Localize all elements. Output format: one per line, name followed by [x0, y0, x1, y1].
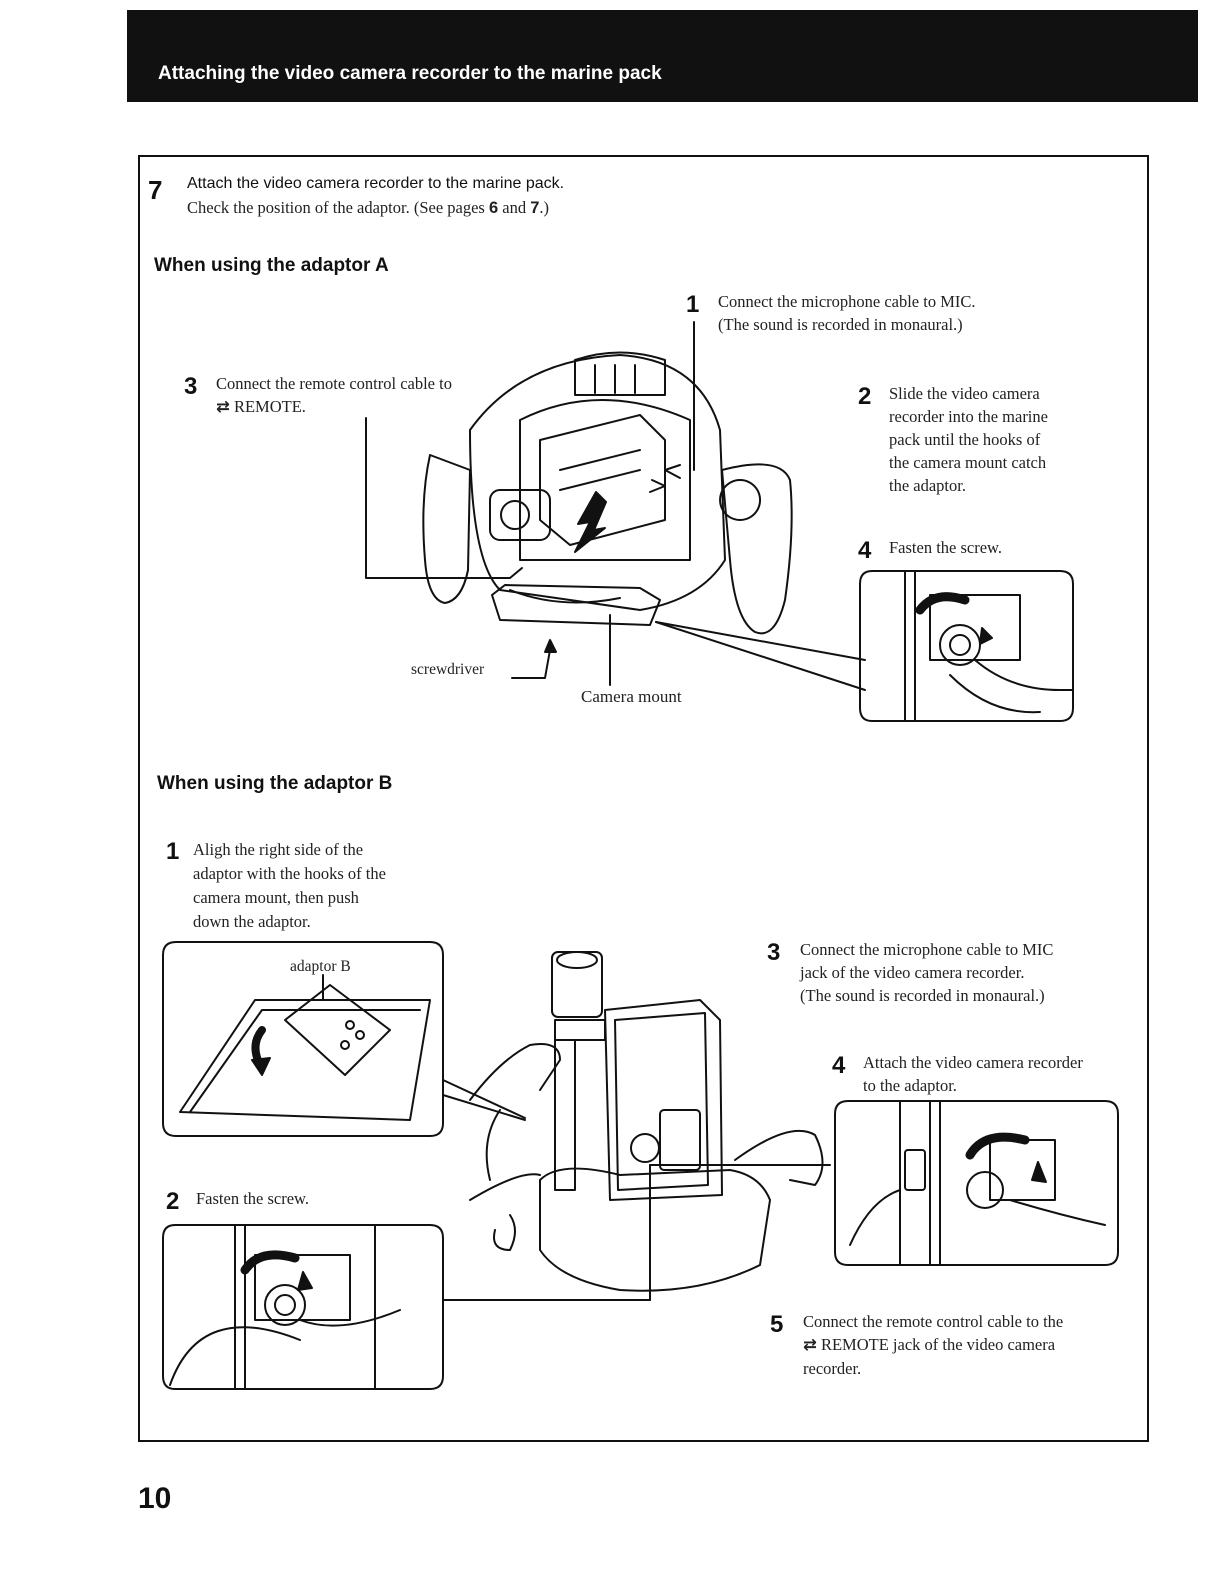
step-7-number: 7	[148, 175, 163, 205]
label-camera-mount: Camera mount	[581, 687, 682, 706]
adaptor-b-step-5-text: Connect the remote control cable to the …	[803, 1310, 1063, 1380]
label-screwdriver: screwdriver	[411, 661, 485, 678]
adaptor-b-step-5-line-1: Connect the remote control cable to the	[803, 1312, 1064, 1331]
adaptor-a-step-3-line-1: Connect the remote control cable to	[216, 374, 452, 393]
adaptor-a-step-3-line-2: ⇄ REMOTE.	[216, 395, 452, 419]
inset-adaptor-b	[162, 941, 444, 1137]
adaptor-a-step-3-line-2-text: REMOTE.	[233, 397, 306, 416]
adaptor-a-step-1-text: Connect the microphone cable to MIC. (Th…	[718, 290, 976, 336]
adaptor-b-step-1-line-2: adaptor with the hooks of the	[193, 864, 386, 883]
adaptor-a-step-2-line-3: pack until the hooks of	[889, 430, 1041, 449]
remote-control-icon: ⇄	[216, 398, 230, 416]
page-title: Attaching the video camera recorder to t…	[158, 63, 662, 84]
adaptor-b-step-1-number: 1	[166, 838, 180, 865]
adaptor-b-step-4-text: Attach the video camera recorder to the …	[863, 1051, 1083, 1097]
adaptor-b-step-5-number: 5	[770, 1311, 784, 1338]
adaptor-a-step-2-line-1: Slide the video camera	[889, 384, 1040, 403]
adaptor-b-step-2-number: 2	[166, 1188, 180, 1215]
page-number: 10	[138, 1482, 172, 1515]
inset-fasten-screw-b	[162, 1224, 444, 1390]
page-ref-7: 7	[530, 199, 540, 217]
adaptor-a-step-1-line-2: (The sound is recorded in monaural.)	[718, 315, 963, 334]
adaptor-b-step-4-line-1: Attach the video camera recorder	[863, 1053, 1083, 1072]
adaptor-b-step-5-line-3: recorder.	[803, 1359, 862, 1378]
adaptor-b-step-3-text: Connect the microphone cable to MIC jack…	[800, 938, 1053, 1007]
section-heading-adaptor-a: When using the adaptor A	[154, 255, 389, 276]
adaptor-a-step-2-number: 2	[858, 383, 872, 410]
adaptor-b-step-3-line-2: jack of the video camera recorder.	[800, 963, 1025, 982]
step-7-note-suffix: .)	[539, 198, 550, 217]
page-ref-6: 6	[488, 199, 499, 217]
adaptor-b-step-2-text: Fasten the screw.	[196, 1189, 310, 1208]
adaptor-a-step-1-line-1: Connect the microphone cable to MIC.	[718, 292, 976, 311]
adaptor-b-step-5-line-2: ⇄ REMOTE jack of the video camera	[803, 1333, 1063, 1357]
adaptor-b-step-3-number: 3	[767, 939, 781, 966]
adaptor-b-step-4-line-2: to the adaptor.	[863, 1076, 957, 1095]
section-heading-adaptor-b: When using the adaptor B	[157, 773, 393, 794]
adaptor-a-step-2-line-2: recorder into the marine	[889, 407, 1048, 426]
step-7-note-prefix: Check the position of the adaptor. (See …	[187, 198, 489, 217]
camera-on-adaptor-b-illustration	[442, 951, 831, 1301]
adaptor-b-step-4-number: 4	[832, 1052, 846, 1079]
content-frame	[138, 155, 1149, 1442]
step-7-note-and: and	[498, 198, 531, 217]
marine-pack-illustration	[365, 321, 866, 691]
adaptor-a-step-3-number: 3	[184, 373, 198, 400]
adaptor-a-step-4-number: 4	[858, 537, 872, 564]
adaptor-b-step-1-text: Aligh the right side of the adaptor with…	[193, 838, 386, 934]
step-7-title: Attach the video camera recorder to the …	[187, 175, 565, 192]
adaptor-b-step-3-line-3: (The sound is recorded in monaural.)	[800, 986, 1045, 1005]
adaptor-a-step-4-text: Fasten the screw.	[889, 538, 1003, 557]
adaptor-a-step-2-line-5: the adaptor.	[889, 476, 966, 495]
adaptor-a-step-2-text: Slide the video camera recorder into the…	[889, 382, 1048, 497]
adaptor-b-step-1-line-4: down the adaptor.	[193, 912, 311, 931]
adaptor-b-step-1-line-3: camera mount, then push	[193, 888, 359, 907]
step-7-note: Check the position of the adaptor. (See …	[187, 196, 549, 220]
label-adaptor-b: adaptor B	[290, 958, 351, 975]
adaptor-b-step-5-line-2-text: REMOTE jack of the video camera	[820, 1335, 1056, 1354]
header-bar	[127, 10, 1198, 102]
remote-control-icon: ⇄	[803, 1336, 817, 1354]
adaptor-b-step-1-line-1: Aligh the right side of the	[193, 840, 364, 859]
adaptor-a-step-1-number: 1	[686, 291, 700, 318]
adaptor-a-step-3-text: Connect the remote control cable to ⇄ RE…	[216, 372, 452, 419]
inset-attach-camera-b	[834, 1100, 1119, 1266]
adaptor-b-step-3-line-1: Connect the microphone cable to MIC	[800, 940, 1054, 959]
inset-fasten-screw-a	[859, 570, 1074, 722]
adaptor-a-step-2-line-4: the camera mount catch	[889, 453, 1047, 472]
